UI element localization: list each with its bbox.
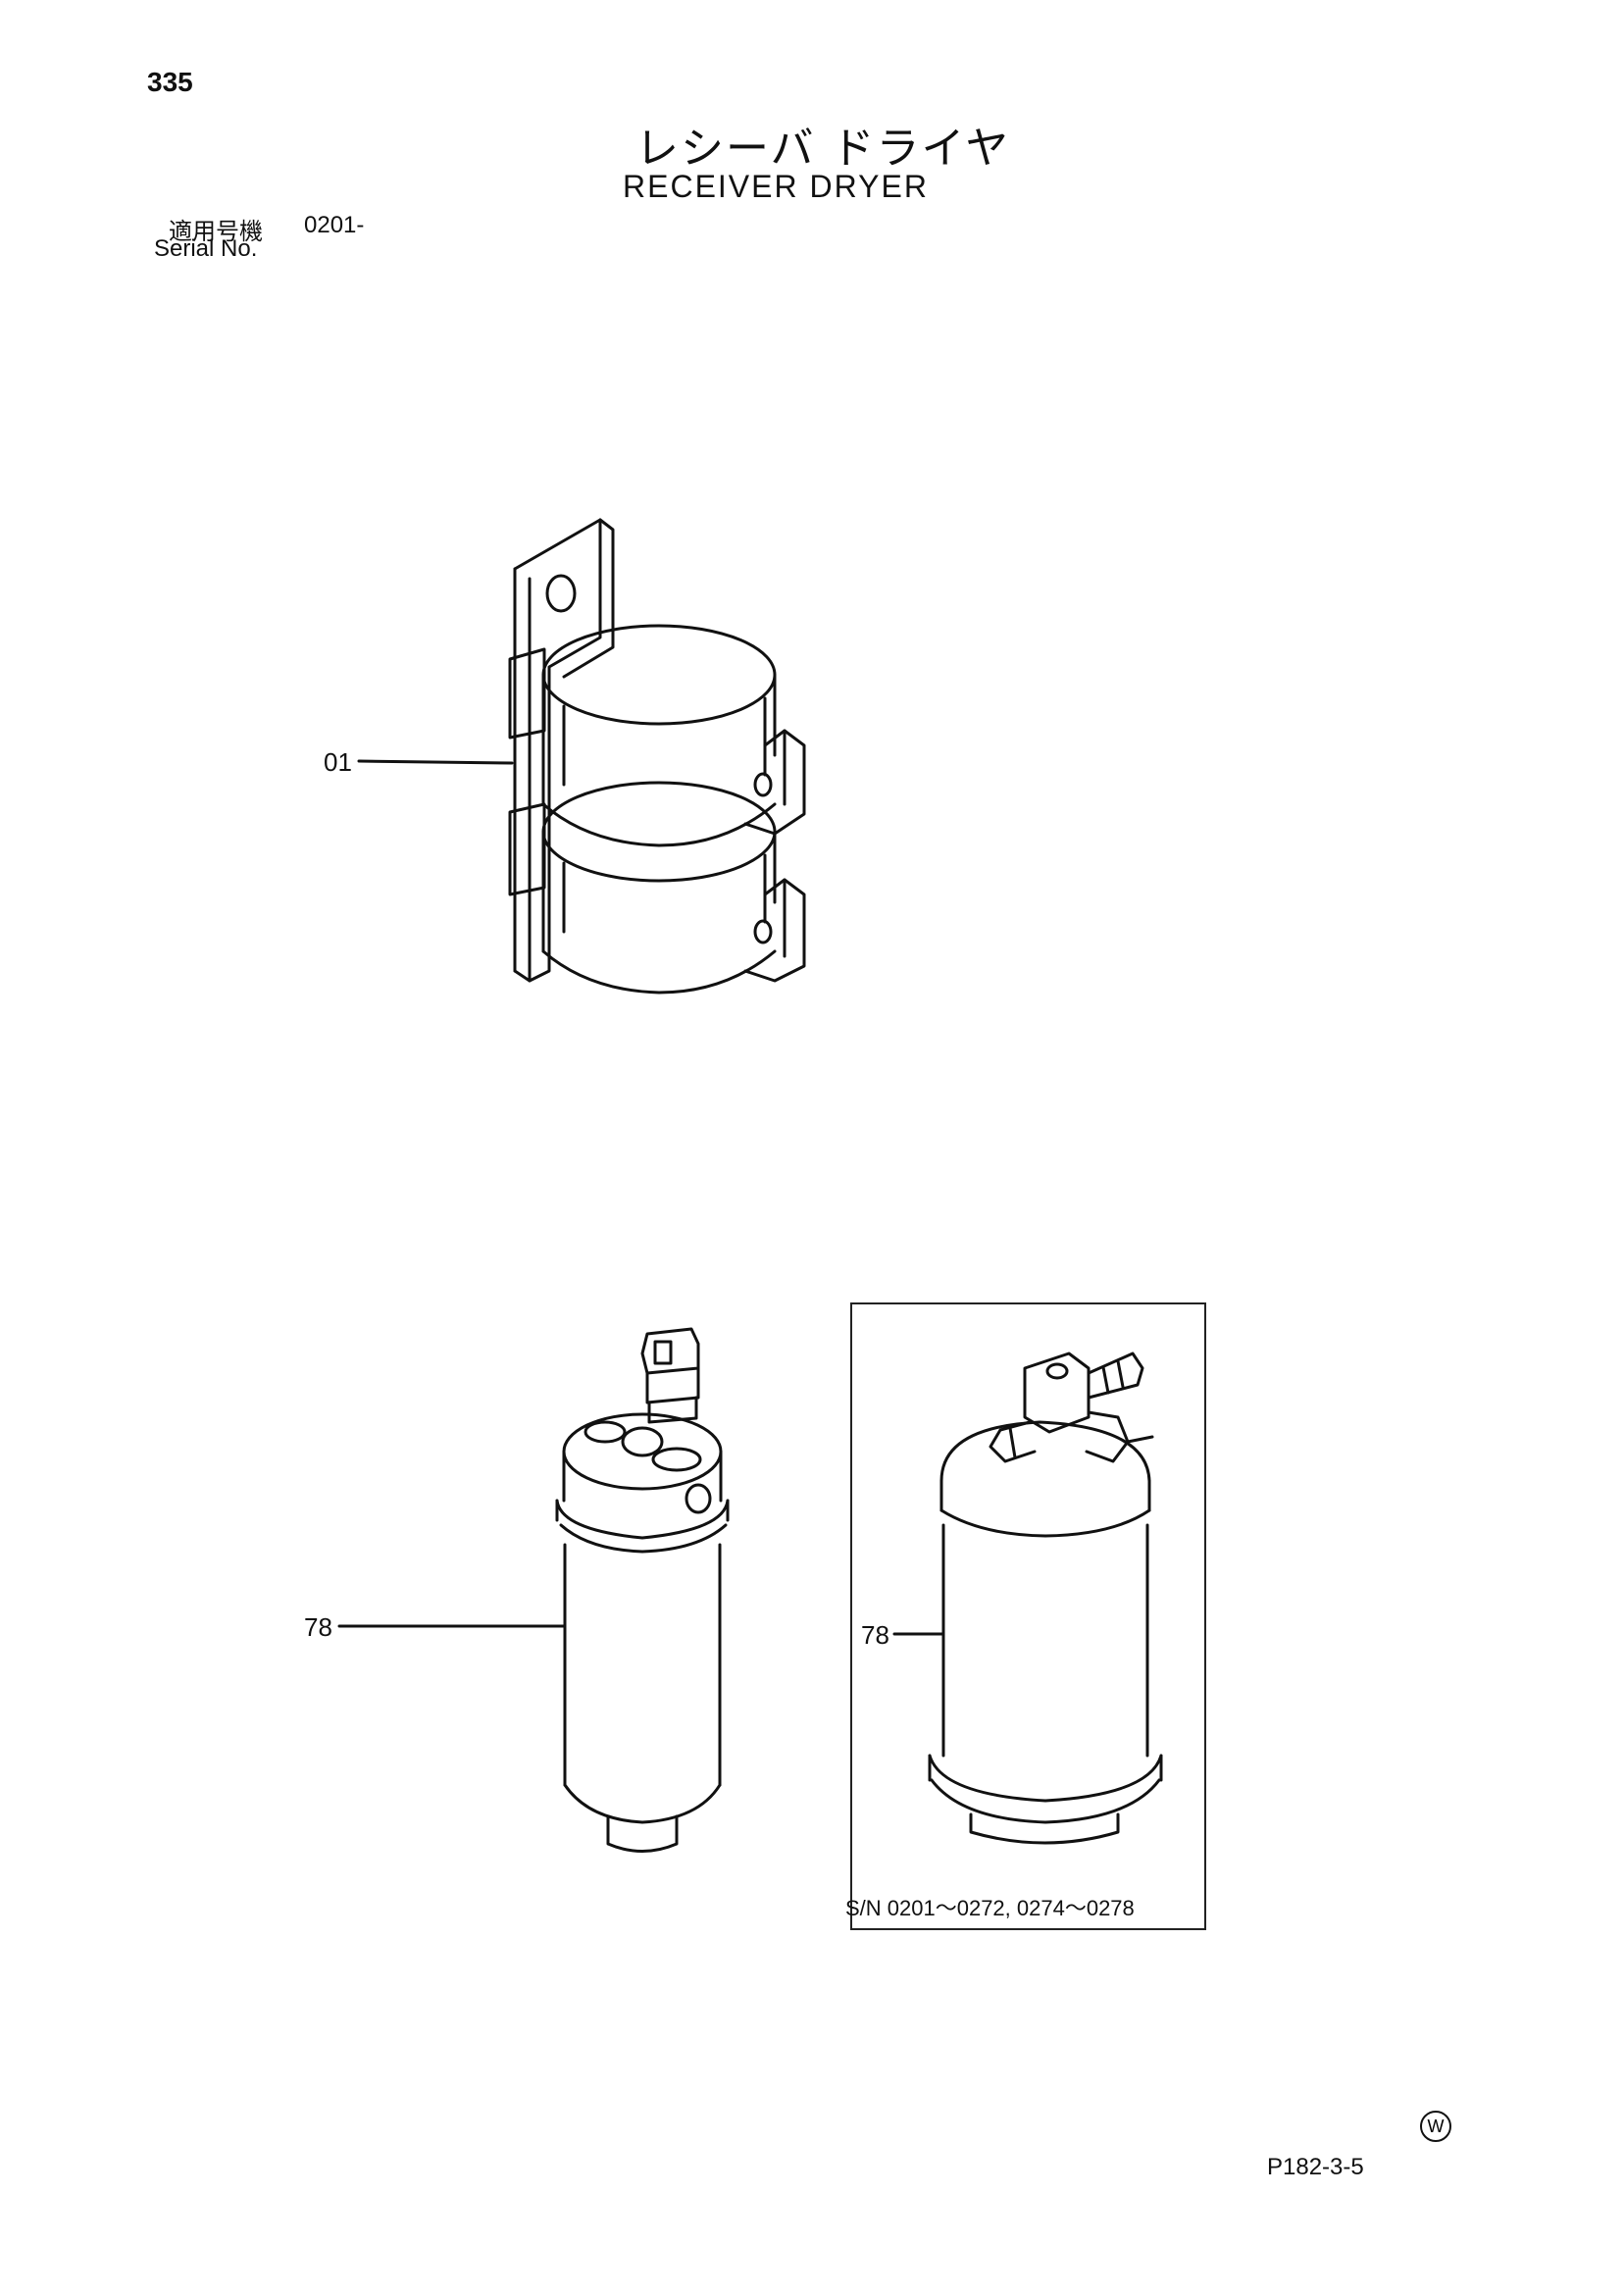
page-number: 335: [147, 67, 193, 97]
inset-frame: [850, 1302, 1206, 1930]
bracket-clamp-drawing: [508, 518, 806, 995]
receiver-dryer-inset-drawing: [928, 1352, 1163, 1845]
callout-78-inset: 78: [861, 1620, 889, 1650]
w-mark-icon: W: [1420, 2111, 1451, 2142]
footer-code: P182-3-5: [1267, 2154, 1364, 2180]
serial-label-japanese: 適用号機: [169, 218, 263, 245]
leader-line-01: [357, 759, 514, 765]
inset-serial-note: S/N 0201～0272, 0274～0278: [845, 1896, 1135, 1920]
page-title: RECEIVER DRYER: [623, 169, 929, 204]
serial-range: 0201-: [304, 212, 365, 238]
callout-01: 01: [324, 747, 352, 777]
page-title-japanese: レシーバ ドライヤ: [635, 124, 1011, 174]
serial-label: Serial No.: [154, 235, 258, 262]
callout-78-left: 78: [304, 1612, 332, 1642]
receiver-dryer-drawing: [555, 1327, 730, 1853]
